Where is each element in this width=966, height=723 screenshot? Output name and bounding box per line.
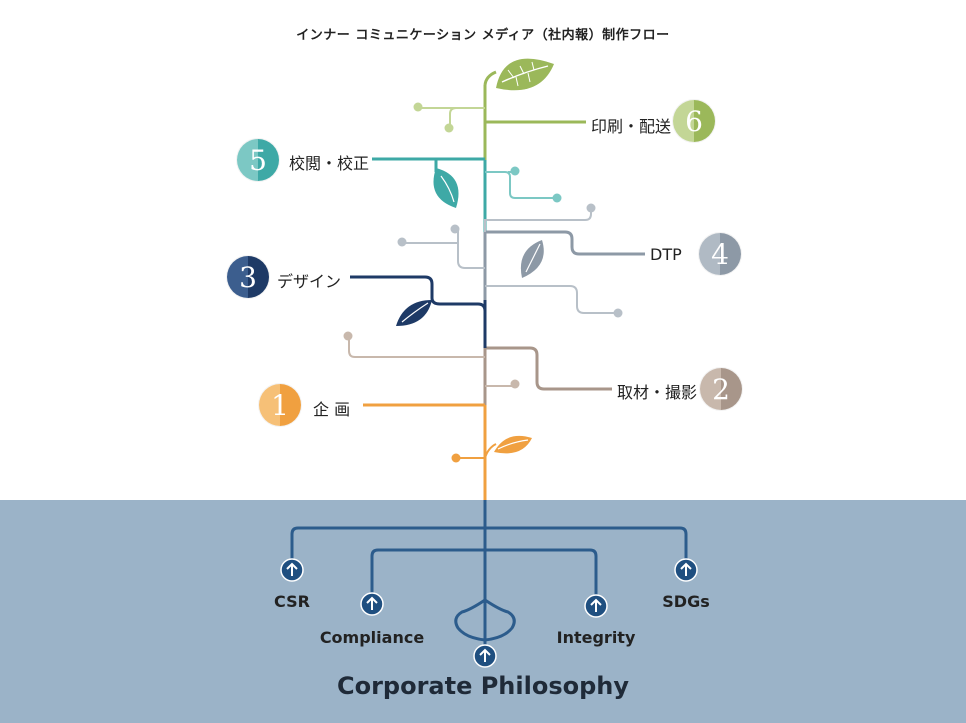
branch-step-2 <box>485 346 612 391</box>
twigs-step-2 <box>348 336 514 387</box>
step-label-3: デザイン <box>277 272 342 291</box>
step-badge-6: 6 <box>673 100 715 142</box>
step-label-6: 印刷・配送 <box>591 117 672 136</box>
branch-step-4 <box>485 230 645 256</box>
branch-step-3 <box>350 275 487 348</box>
arrow-node-compliance <box>360 592 384 616</box>
twig-dot <box>451 453 461 463</box>
branch-step-6 <box>483 70 586 124</box>
arrow-node-sdgs <box>674 558 698 582</box>
root-lines <box>290 500 688 652</box>
roots-background <box>0 500 966 723</box>
arrow-node-base <box>473 644 497 668</box>
step-badge-3: 3 <box>227 256 269 298</box>
step-badge-5: 5 <box>237 139 279 181</box>
leaf-step-1 <box>494 435 532 454</box>
step-badge-4: 4 <box>699 233 741 275</box>
page-title: インナー コミュニケーション メディア（社内報）制作フロー <box>296 28 670 43</box>
step-badge-2: 2 <box>700 368 742 410</box>
twigs-step-4 <box>406 208 616 314</box>
arrow-node-integrity <box>584 594 608 618</box>
root-label-integrity: Integrity <box>556 628 636 647</box>
branch-step-1 <box>363 403 497 459</box>
step-label-5: 校閲・校正 <box>289 154 370 173</box>
step-label-4: DTP <box>650 245 682 264</box>
step-label-1: 企 画 <box>313 400 351 419</box>
step-label-2: 取材・撮影 <box>617 383 698 402</box>
root-nodes <box>280 558 698 668</box>
root-label-compliance: Compliance <box>319 628 425 647</box>
step-badge-1: 1 <box>259 384 301 426</box>
leaf-step-4 <box>520 240 544 278</box>
leaf-step-6 <box>496 58 554 91</box>
twigs-step-5 <box>485 171 556 199</box>
leaf-step-5 <box>433 168 459 208</box>
leaf-step-3 <box>396 300 432 326</box>
twigs-step-6 <box>419 107 485 126</box>
root-label-sdgs: SDGs <box>662 592 710 611</box>
root-label-csr: CSR <box>274 592 310 611</box>
branch-step-5 <box>372 157 485 172</box>
arrow-node-csr <box>280 558 304 582</box>
root-base-label: Corporate Philosophy <box>336 672 630 700</box>
